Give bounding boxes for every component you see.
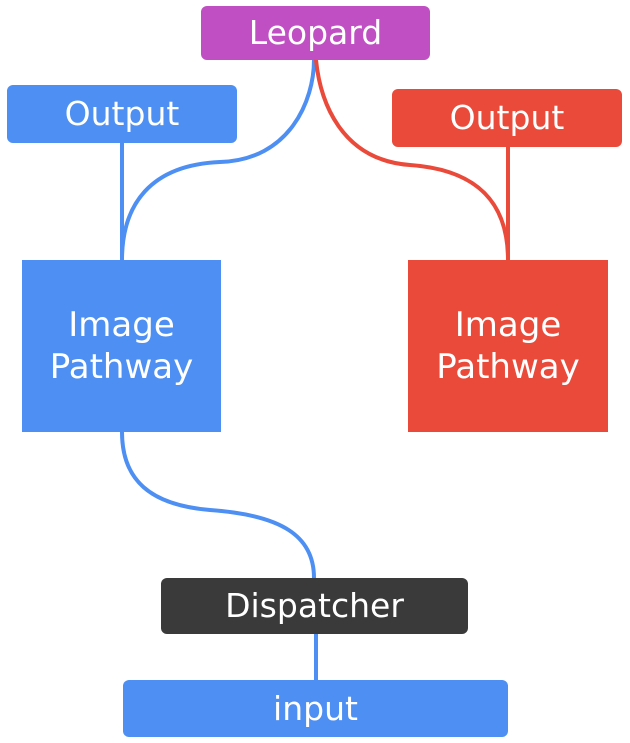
input-node: input [123,680,508,737]
image-pathway-right-line2: Pathway [436,347,580,387]
dispatcher-label: Dispatcher [225,586,404,626]
output-right-node: Output [392,89,622,147]
image-pathway-left-line2: Pathway [49,347,194,387]
output-left-node: Output [7,85,237,143]
image-pathway-left-node: Image Pathway [22,260,221,432]
connector-leopard-to-left-pathway [120,58,316,262]
image-pathway-right-line1: Image [454,304,562,345]
input-label: input [273,688,358,728]
leopard-node: Leopard [201,6,430,60]
output-right-label: Output [449,98,565,138]
connector-leopard-to-right-pathway [314,58,510,262]
output-left-label: Output [64,94,180,134]
leopard-label: Leopard [248,13,383,53]
image-pathway-left-line1: Image [68,304,175,345]
connector-left-pathway-to-dispatcher [120,430,316,580]
dispatcher-node: Dispatcher [161,578,468,634]
image-pathway-right-node: Image Pathway [408,260,608,432]
